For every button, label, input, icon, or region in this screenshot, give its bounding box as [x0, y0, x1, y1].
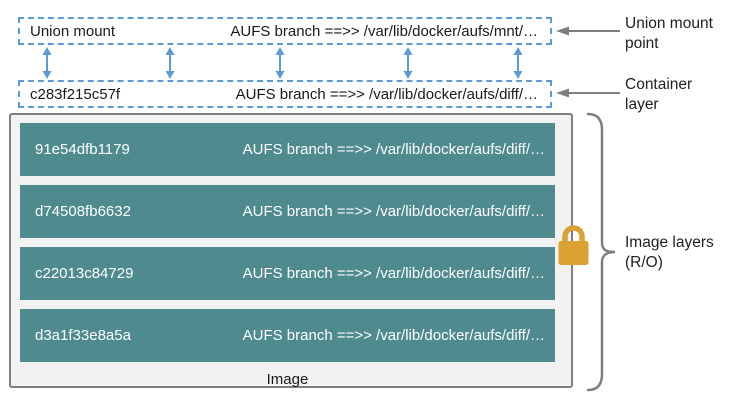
label-line: layer [625, 96, 659, 113]
layer-branch-path: AUFS branch ==>> /var/lib/docker/aufs/di… [242, 203, 545, 220]
label-line: point [625, 35, 659, 52]
layer-id: d3a1f33e8a5a [35, 327, 131, 344]
label-line: (R/O) [625, 254, 663, 271]
label-line: Image layers [625, 234, 714, 251]
label-line: Container [625, 76, 693, 93]
layer-branch-path: AUFS branch ==>> /var/lib/docker/aufs/di… [242, 141, 545, 158]
double-arrow-icon [275, 47, 285, 79]
double-arrow-icon [403, 47, 413, 79]
layer-branch-path: AUFS branch ==>> /var/lib/docker/aufs/di… [242, 265, 545, 282]
image-caption: Image [266, 371, 309, 388]
container-layer-id: c283f215c57f [30, 85, 121, 103]
layer-id: d74508fb6632 [35, 203, 131, 220]
curly-brace-icon [586, 112, 616, 392]
image-layer-row: c22013c84729 AUFS branch ==>> /var/lib/d… [20, 247, 555, 300]
container-branch-path: AUFS branch ==>> /var/lib/docker/aufs/di… [235, 85, 538, 103]
image-layers-label: Image layers (R/O) [625, 233, 714, 273]
layer-branch-path: AUFS branch ==>> /var/lib/docker/aufs/di… [242, 327, 545, 344]
union-mount-branch-path: AUFS branch ==>> /var/lib/docker/aufs/mn… [230, 22, 538, 40]
union-mount-box: Union mount AUFS branch ==>> /var/lib/do… [18, 17, 552, 45]
left-arrow-icon [556, 26, 620, 36]
image-layer-row: 91e54dfb1179 AUFS branch ==>> /var/lib/d… [20, 123, 555, 176]
image-box: 91e54dfb1179 AUFS branch ==>> /var/lib/d… [9, 113, 573, 388]
container-layer-box: c283f215c57f AUFS branch ==>> /var/lib/d… [18, 80, 552, 108]
left-arrow-icon [556, 88, 620, 98]
double-arrow-icon [165, 47, 175, 79]
lock-icon [558, 225, 589, 265]
union-mount-point-label: Union mount point [625, 14, 713, 54]
union-mount-label: Union mount [30, 22, 116, 40]
layer-id: 91e54dfb1179 [35, 141, 130, 158]
image-layer-row: d74508fb6632 AUFS branch ==>> /var/lib/d… [20, 185, 555, 238]
label-line: Union mount [625, 15, 713, 32]
layer-id: c22013c84729 [35, 265, 134, 282]
image-layer-row: d3a1f33e8a5a AUFS branch ==>> /var/lib/d… [20, 309, 555, 362]
double-arrow-icon [42, 47, 52, 79]
container-layer-label: Container layer [625, 75, 692, 115]
double-arrow-icon [513, 47, 523, 79]
